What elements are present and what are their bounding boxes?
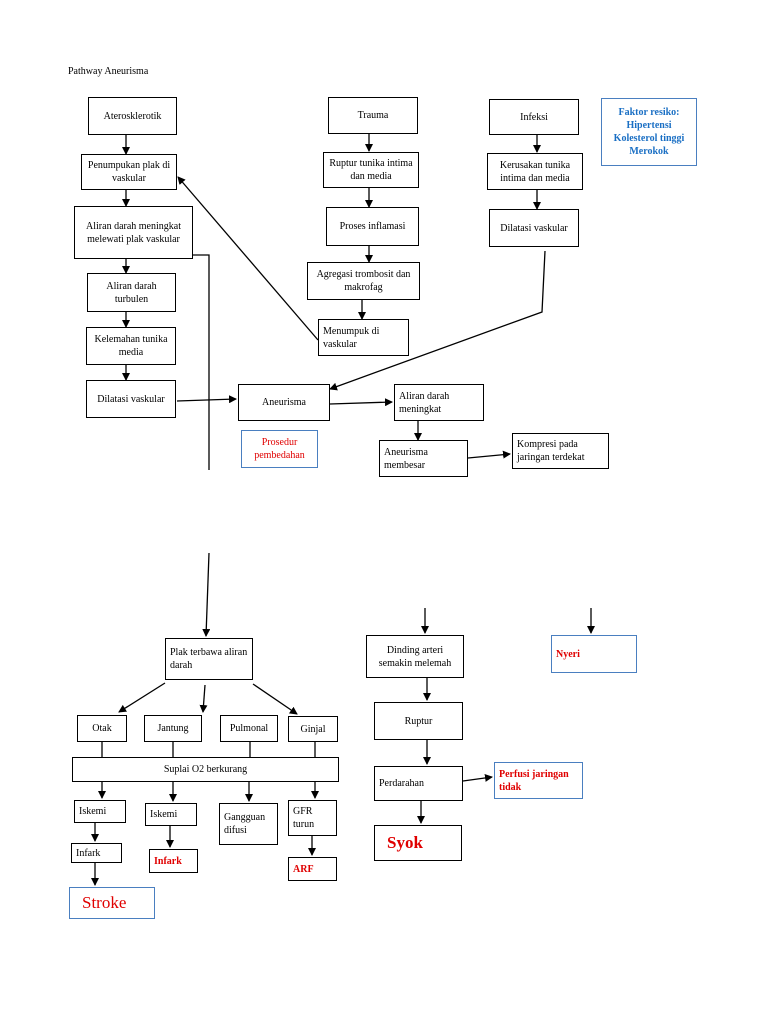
node-label: Infark — [76, 847, 101, 859]
node-pulmonal: Pulmonal — [220, 715, 278, 742]
node-ruptur-tunika: Ruptur tunika intima dan media — [323, 152, 419, 188]
node-label: Kelemahan tunika media — [94, 334, 168, 358]
node-label: Nyeri — [556, 648, 580, 660]
node-label: Plak terbawa aliran darah — [170, 647, 248, 671]
node-iskemi-otak: Iskemi — [74, 800, 126, 823]
node-label: GFR turun — [293, 806, 315, 830]
node-aneurisma: Aneurisma — [238, 384, 330, 421]
node-penumpukan-plak: Penumpukan plak di vaskular — [81, 154, 177, 190]
node-label: Dilatasi vaskular — [500, 222, 568, 234]
node-kerusakan-tunika: Kerusakan tunika intima dan media — [487, 153, 583, 190]
node-dilatasi-vaskular-kiri: Dilatasi vaskular — [86, 380, 176, 418]
node-ginjal: Ginjal — [288, 716, 338, 742]
node-perfusi: Perfusi jaringan tidak — [494, 762, 583, 799]
node-kompresi: Kompresi pada jaringan terdekat — [512, 433, 609, 469]
node-agregasi-trombosit: Agregasi trombosit dan makrofag — [307, 262, 420, 300]
node-label: Aneurisma — [262, 397, 306, 408]
node-label: ARF — [293, 863, 314, 875]
node-label: Kompresi pada jaringan terdekat — [517, 439, 585, 463]
node-label: Pulmonal — [229, 723, 269, 734]
node-label: Dilatasi vaskular — [97, 393, 165, 405]
node-label: Menumpuk di vaskular — [323, 325, 380, 350]
node-label: Aneurisma membesar — [384, 446, 428, 471]
node-label: Jantung — [157, 723, 189, 734]
node-label: Otak — [92, 723, 112, 734]
node-label: Ruptur — [404, 715, 433, 727]
node-label: Infark — [154, 855, 182, 867]
node-infeksi: Infeksi — [489, 99, 579, 135]
node-label: Aliran darah meningkat — [399, 390, 450, 415]
node-aterosklerotik: Aterosklerotik — [88, 97, 177, 135]
node-label: Infeksi — [520, 111, 548, 123]
node-label: Perdarahan — [379, 778, 424, 789]
node-infark-jantung: Infark — [149, 849, 198, 873]
node-ruptur: Ruptur — [374, 702, 463, 740]
node-label: Trauma — [357, 110, 389, 121]
node-otak: Otak — [77, 715, 127, 742]
node-iskemi-jantung: Iskemi — [145, 803, 197, 826]
node-faktor-resiko: Faktor resiko: Hipertensi Kolesterol tin… — [601, 98, 697, 166]
node-arf: ARF — [288, 857, 337, 881]
node-label: Prosedur pembedahan — [254, 437, 305, 461]
page-title: Pathway Aneurisma — [68, 66, 149, 77]
node-label: Aliran darah meningkat melewati plak vas… — [86, 220, 181, 245]
node-gfr-turun: GFR turun — [288, 800, 337, 836]
node-kelemahan-tunika: Kelemahan tunika media — [86, 327, 176, 365]
node-label: Agregasi trombosit dan makrofag — [316, 269, 411, 293]
node-label: Proses inflamasi — [339, 221, 406, 232]
node-label: Faktor resiko: Hipertensi Kolesterol tin… — [613, 107, 685, 157]
node-label: Dinding arteri semakin melemah — [378, 644, 452, 669]
node-label: Ruptur tunika intima dan media — [329, 158, 413, 182]
node-menumpuk: Menumpuk di vaskular — [318, 319, 409, 356]
node-stroke: Stroke — [69, 887, 155, 919]
node-label: Perfusi jaringan tidak — [499, 768, 569, 793]
node-aneurisma-membesar: Aneurisma membesar — [379, 440, 468, 477]
node-perdarahan: Perdarahan — [374, 766, 463, 801]
node-aliran-meningkat-melewati: Aliran darah meningkat melewati plak vas… — [74, 206, 193, 259]
node-nyeri: Nyeri — [551, 635, 637, 673]
node-syok: Syok — [374, 825, 462, 861]
node-dinding-arteri: Dinding arteri semakin melemah — [366, 635, 464, 678]
node-label: Aterosklerotik — [103, 110, 162, 122]
node-dilatasi-vaskular-kanan: Dilatasi vaskular — [489, 209, 579, 247]
node-label: Aliran darah turbulen — [106, 280, 157, 305]
node-infark-otak: Infark — [71, 843, 122, 863]
node-label: Kerusakan tunika intima dan media — [499, 159, 571, 184]
node-label: Iskemi — [79, 806, 107, 817]
node-proses-inflamasi: Proses inflamasi — [326, 207, 419, 246]
node-trauma: Trauma — [328, 97, 418, 134]
node-gangguan-difusi: Gangguan difusi — [219, 803, 278, 845]
node-aliran-turbulen: Aliran darah turbulen — [87, 273, 176, 312]
node-label: Stroke — [82, 892, 127, 912]
node-plak-terbawa: Plak terbawa aliran darah — [165, 638, 253, 680]
node-label: Suplai O2 berkurang — [163, 764, 248, 775]
node-jantung: Jantung — [144, 715, 202, 742]
node-label: Ginjal — [300, 723, 326, 735]
node-label: Penumpukan plak di vaskular — [87, 160, 171, 184]
node-aliran-meningkat: Aliran darah meningkat — [394, 384, 484, 421]
node-prosedur-pembedahan: Prosedur pembedahan — [241, 430, 318, 468]
node-suplai-o2: Suplai O2 berkurang — [72, 757, 339, 782]
node-label: Gangguan difusi — [224, 812, 266, 836]
node-label: Syok — [387, 832, 423, 852]
node-label: Iskemi — [150, 809, 178, 820]
